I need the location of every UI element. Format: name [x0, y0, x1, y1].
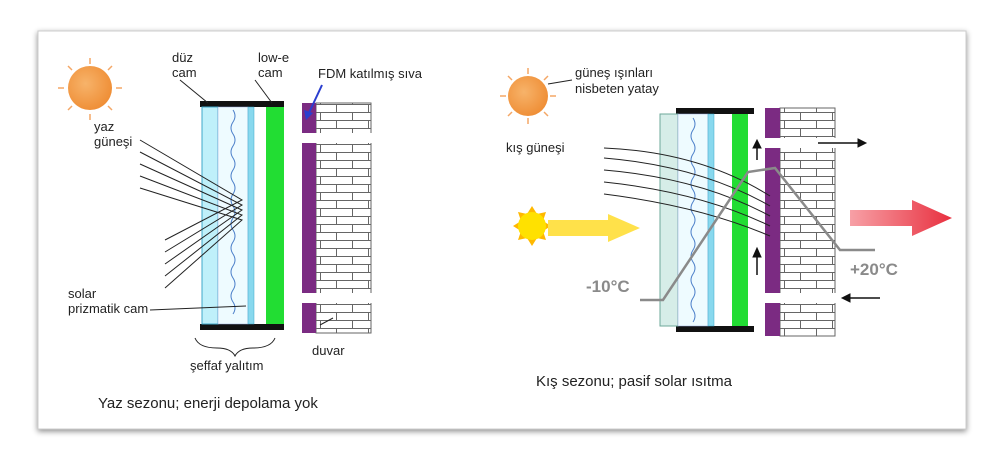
- label-solar-2: prizmatik cam: [68, 301, 148, 316]
- insulation-brace: [194, 337, 276, 358]
- temperature-profile-line: [640, 166, 875, 302]
- label-kis-gunesi: kış güneşi: [506, 140, 565, 155]
- winter-yellow-sun-icon: [513, 206, 640, 246]
- summer-sun-icon: [58, 58, 122, 120]
- summer-sun-rays: [139, 139, 244, 289]
- summer-transparent-insulation: [217, 106, 249, 325]
- summer-wall-gap-top: [314, 133, 374, 143]
- label-duz-cam-1: düz: [172, 50, 193, 65]
- label-duz-cam-2: cam: [172, 65, 197, 80]
- label-gunes-isinlari-2: nisbeten yatay: [575, 81, 659, 96]
- winter-outer-pane: [659, 113, 679, 327]
- winter-panel: güneş ışınları nisbeten yatay kış güneşi…: [500, 65, 952, 390]
- temp-outside: -10°C: [586, 277, 630, 296]
- winter-caption: Kış sezonu; pasif solar ısıtma: [536, 373, 733, 390]
- winter-pcm-plaster: [765, 108, 780, 336]
- label-seffaf-yalitim: şeffaf yalıtım: [190, 358, 263, 373]
- label-yaz-gunesi-2: güneşi: [94, 134, 132, 149]
- summer-panel: düz cam low-e cam FDM katılmış sıva yaz …: [58, 50, 423, 412]
- label-duvar: duvar: [312, 343, 345, 358]
- label-gunes-isinlari-1: güneş ışınları: [575, 65, 653, 80]
- summer-wall-gap-bottom: [314, 293, 374, 303]
- summer-lowe-pane: [266, 107, 284, 324]
- label-fdm: FDM katılmış sıva: [318, 66, 423, 81]
- summer-pcm-plaster: [302, 103, 316, 333]
- convection-up-arrows: [752, 138, 762, 275]
- winter-transparent-insulation: [677, 113, 709, 327]
- summer-frame-top: [200, 101, 284, 107]
- winter-sun-beam-arrow: [548, 214, 640, 242]
- summer-duz-cam-pane: [201, 106, 219, 325]
- fdm-pointer-arrow: [307, 84, 323, 116]
- air-flow-arrows: [818, 138, 880, 303]
- winter-sun-rays: [603, 147, 771, 237]
- winter-lowe-pane: [732, 114, 748, 326]
- summer-caption: Yaz sezonu; enerji depolama yok: [98, 395, 318, 412]
- winter-frame-top: [676, 108, 754, 114]
- summer-prismatic-pane: [247, 106, 255, 325]
- label-yaz-gunesi-1: yaz: [94, 119, 114, 134]
- heat-output-arrow: [850, 200, 952, 236]
- label-lowe-cam-1: low-e: [258, 50, 289, 65]
- winter-prismatic-pane: [707, 113, 715, 327]
- label-lowe-cam-2: cam: [258, 65, 283, 80]
- temp-inside: +20°C: [850, 260, 898, 279]
- summer-frame-bottom: [200, 324, 284, 330]
- winter-insulation-wave: [690, 117, 696, 323]
- winter-sun-icon: [500, 68, 556, 124]
- label-solar-1: solar: [68, 286, 97, 301]
- winter-frame-bottom: [676, 326, 754, 332]
